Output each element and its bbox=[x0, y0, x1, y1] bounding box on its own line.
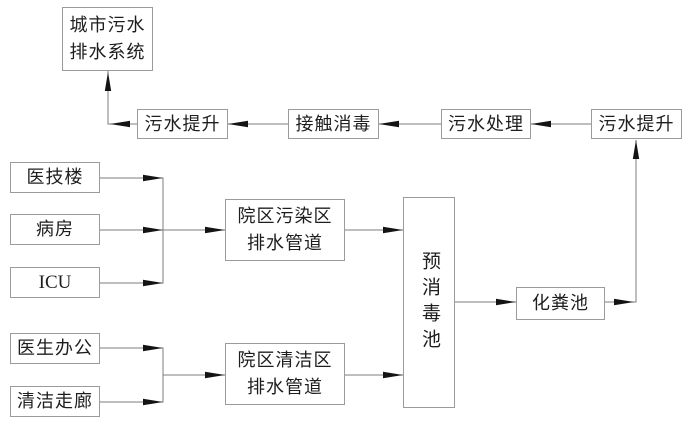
arrowhead-right-icon bbox=[143, 279, 163, 287]
arrowhead-right-icon bbox=[205, 226, 225, 234]
arrowhead-left-icon bbox=[531, 120, 551, 128]
arrowhead-left-icon bbox=[379, 120, 399, 128]
node-contact-disinfection: 接触消毒 bbox=[288, 109, 379, 139]
arrowhead-right-icon bbox=[143, 344, 163, 352]
arrowhead-left-icon bbox=[110, 120, 130, 128]
arrowhead-up-icon bbox=[104, 72, 112, 91]
node-pre-disinfection-tank: 预消毒池 bbox=[403, 197, 455, 408]
arrowhead-right-icon bbox=[383, 371, 403, 379]
node-doctor-office: 医生办公 bbox=[10, 333, 100, 364]
node-icu: ICU bbox=[10, 267, 100, 298]
arrowhead-up-icon bbox=[632, 140, 640, 159]
node-clean-area-pipes: 院区清洁区 排水管道 bbox=[225, 343, 345, 405]
arrowhead-right-icon bbox=[496, 298, 516, 306]
arrowhead-right-icon bbox=[383, 226, 403, 234]
node-polluted-area-pipes: 院区污染区 排水管道 bbox=[225, 199, 345, 261]
arrowhead-right-icon bbox=[205, 371, 225, 379]
arrowhead-left-icon bbox=[228, 120, 248, 128]
node-sewage-lift-1: 污水提升 bbox=[137, 109, 228, 139]
node-sewage-treatment: 污水处理 bbox=[441, 109, 531, 139]
arrowhead-right-icon bbox=[614, 298, 634, 306]
arrowhead-right-icon bbox=[143, 174, 163, 182]
node-septic-tank: 化粪池 bbox=[516, 287, 605, 320]
arrowhead-right-icon bbox=[143, 226, 163, 234]
node-ward: 病房 bbox=[10, 214, 100, 245]
node-sewage-lift-2: 污水提升 bbox=[591, 109, 682, 139]
arrowhead-right-icon bbox=[143, 398, 163, 406]
node-clean-corridor: 清洁走廊 bbox=[10, 386, 100, 417]
node-medical-tech-building: 医技楼 bbox=[10, 162, 100, 193]
node-city-sewage-system: 城市污水 排水系统 bbox=[62, 7, 153, 71]
